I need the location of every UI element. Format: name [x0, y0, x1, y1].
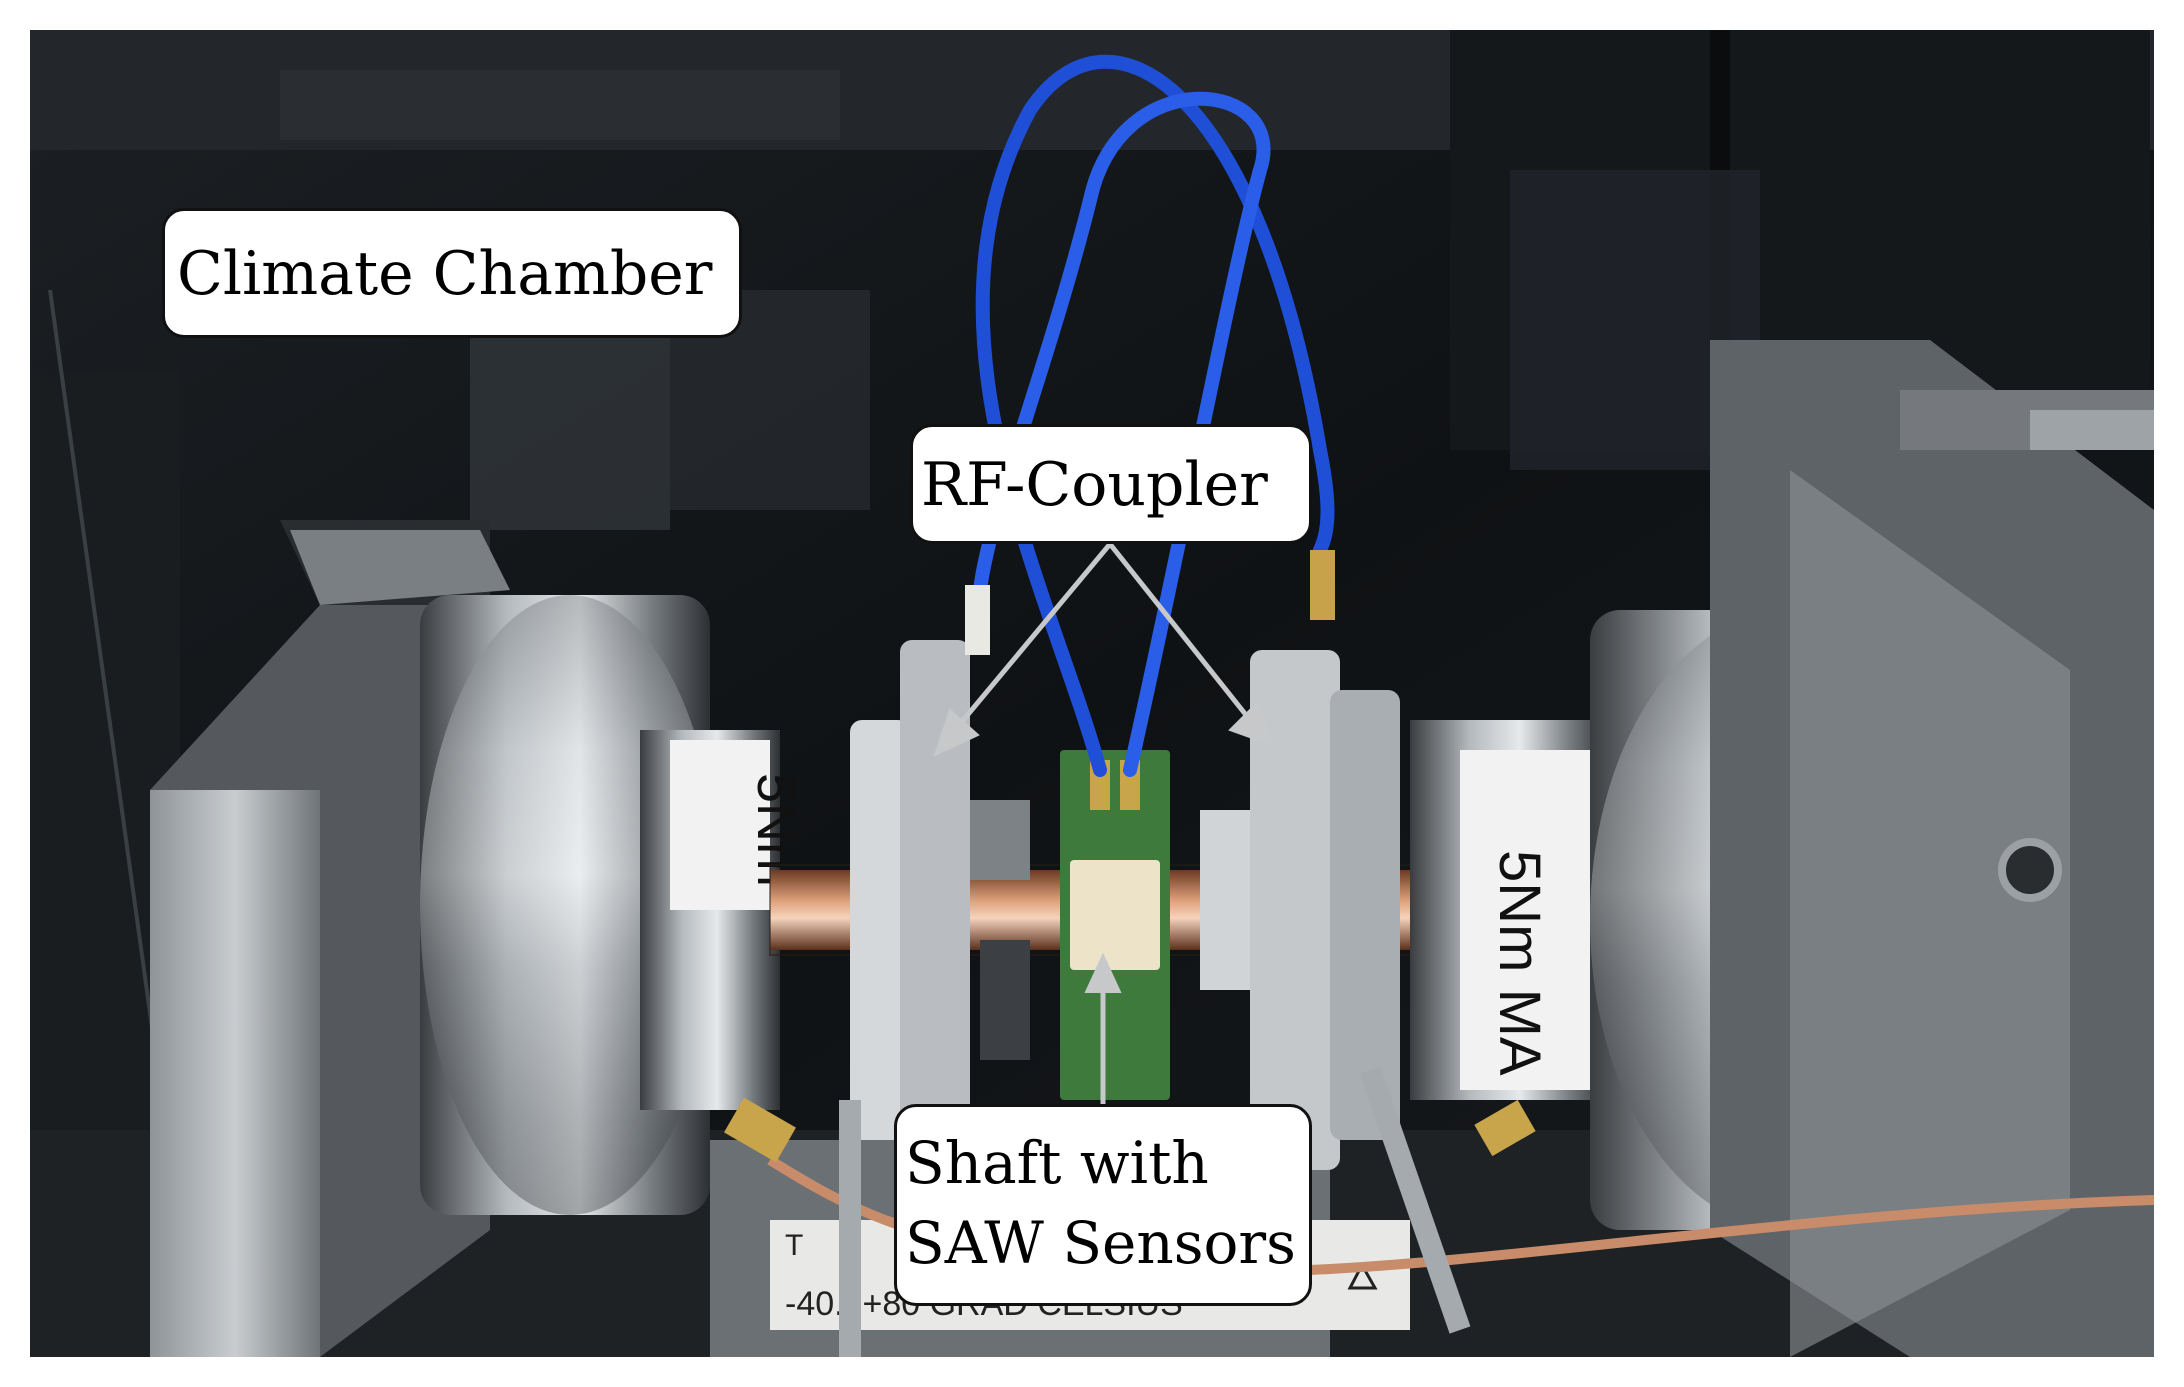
shaft-callout-line1: Shaft with: [905, 1129, 1209, 1197]
warning-triangle-icon: [1347, 1261, 1378, 1290]
shaft-callout-line2: SAW Sensors: [905, 1209, 1296, 1277]
test-bench-photo: T -40...+80 GRAD CELSIUS 5Nm: [30, 30, 2154, 1357]
right-sensor-label: 5Nm MA: [1487, 850, 1552, 1076]
warning-label-top: T: [785, 1229, 803, 1262]
left-sensor-label: 5Nm: [746, 773, 806, 887]
shaft-saw-sensors-callout: Shaft with SAW Sensors: [894, 1104, 1312, 1306]
photo-frame: T -40...+80 GRAD CELSIUS 5Nm: [30, 30, 2154, 1357]
climate-chamber-callout: Climate Chamber: [162, 208, 742, 338]
rf-coupler-callout: RF-Coupler: [910, 424, 1312, 544]
housing-bolt-icon: [1998, 838, 2062, 902]
